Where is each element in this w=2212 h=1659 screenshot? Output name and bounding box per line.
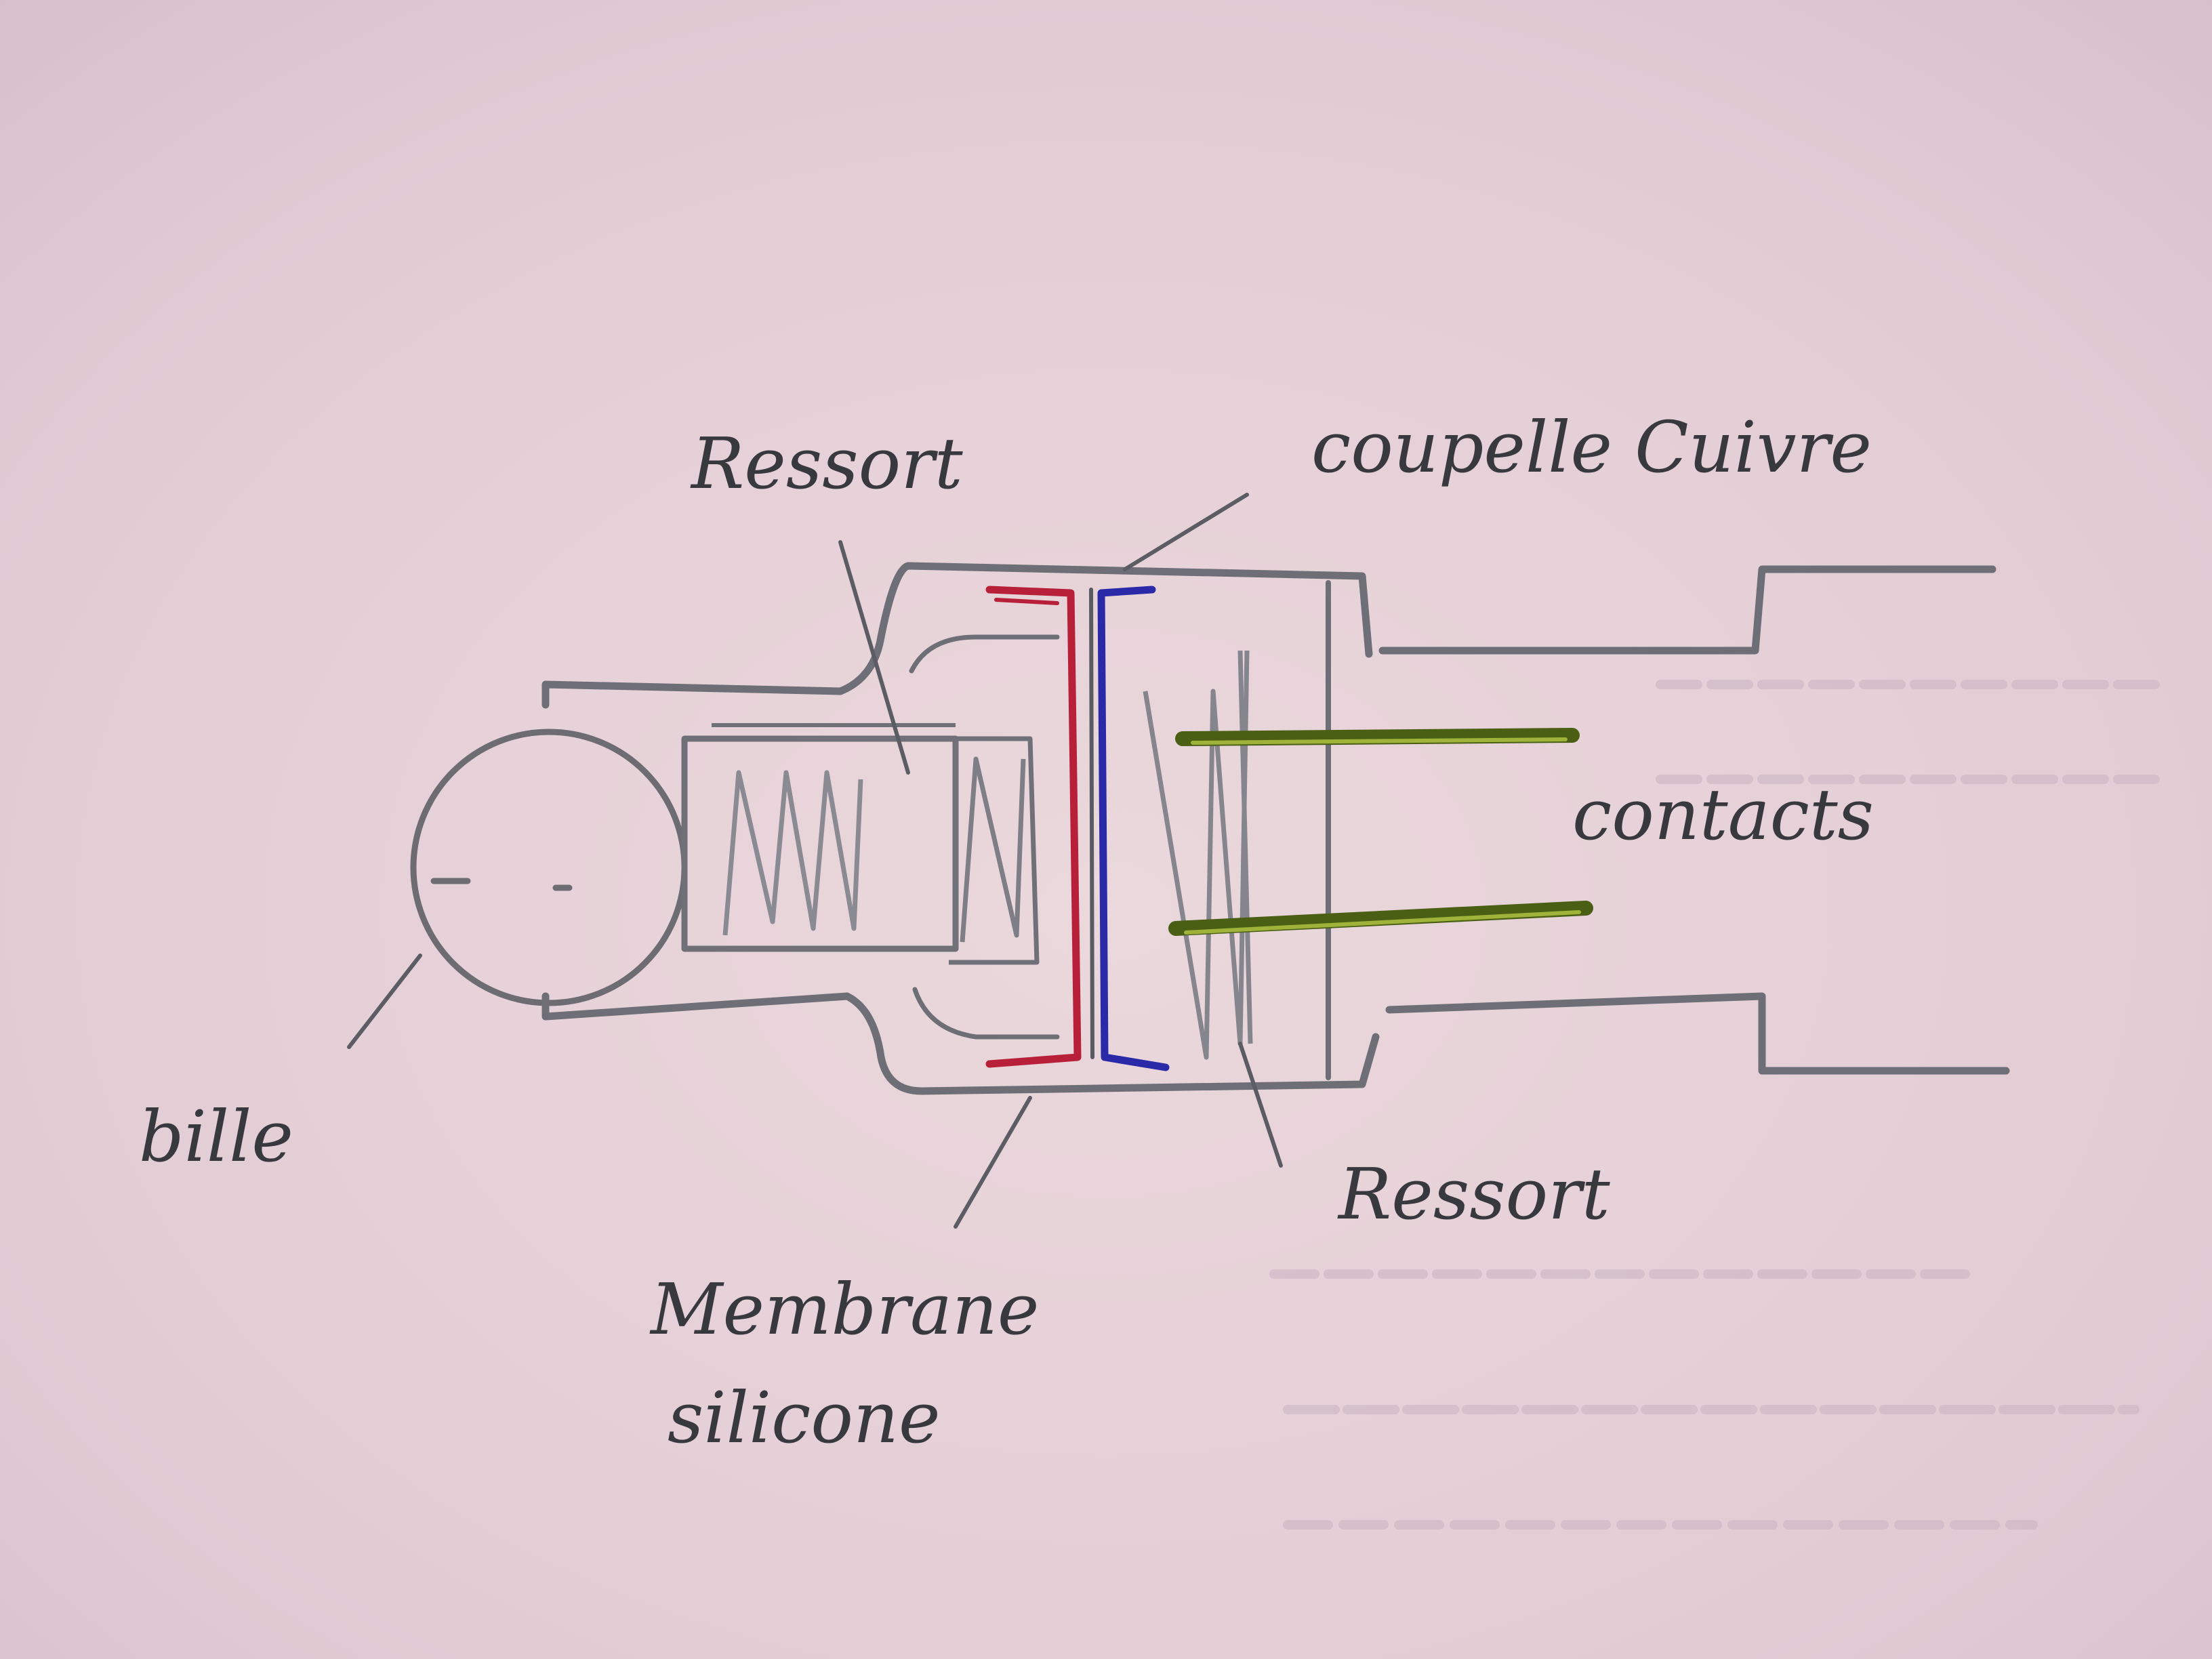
leader-membrane [954,1096,1032,1229]
housing [541,562,2010,1095]
bleed-through-text [1269,680,2160,1530]
contacts-highlight [1184,737,1581,935]
label-contacts: contacts [1572,773,1875,856]
label-coupelle-cuivre: coupelle Cuivre [1311,406,1872,489]
label-membrane-line1: Membrane [651,1268,1040,1351]
leader-bille [347,954,422,1049]
membrane [985,586,1170,1071]
label-bille: bille [139,1095,293,1178]
leader-ressort-bottom [1238,1042,1283,1168]
label-ressort-bottom: Ressort [1338,1153,1610,1235]
leader-lines [347,493,1283,1229]
spring-left [722,756,1026,943]
contacts [1168,728,1593,936]
leader-coupelle [1123,493,1249,571]
label-ressort-top: Ressort [691,422,963,505]
leader-ressort-top [838,540,910,775]
piston [681,723,1040,965]
label-membrane-line2: silicone [668,1376,941,1459]
